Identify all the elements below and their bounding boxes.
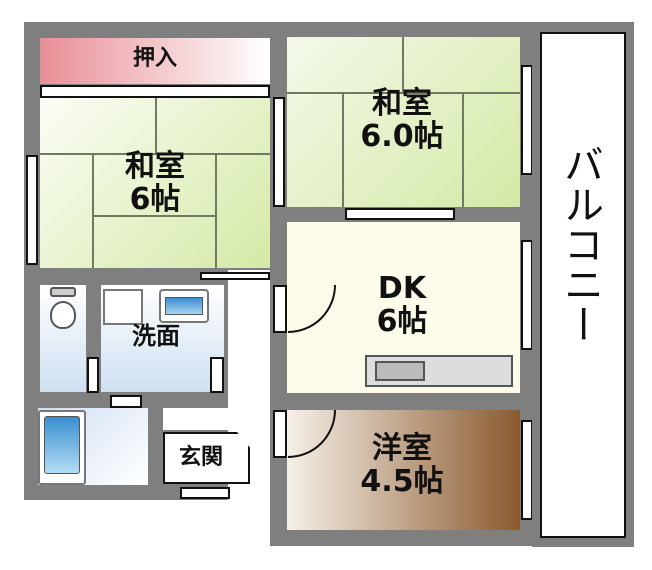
door-toilet[interactable] [87, 357, 99, 393]
door-youshitsu[interactable] [273, 410, 287, 458]
oshiire-label: 押入 [132, 46, 177, 71]
room-washitsu-right: 和室 6.0帖 [287, 37, 520, 207]
sliding-door-between-washitsu[interactable] [273, 97, 285, 207]
genkan-label: 玄関 [178, 445, 223, 470]
room-size: 6帖 [129, 182, 181, 217]
room-name: 洋室 [372, 431, 432, 466]
genkan: 玄関 [163, 432, 250, 484]
hallway-lower [163, 408, 270, 430]
balcony: バルコニー [540, 32, 626, 538]
bathtub [38, 410, 86, 485]
entrance-door[interactable] [180, 487, 230, 499]
washitsu-left-label: 和室 6帖 [95, 150, 215, 216]
toilet-tank-icon [50, 287, 76, 297]
door-bath[interactable] [110, 395, 142, 408]
balcony-label: バルコニー [557, 144, 603, 344]
room-washitsu-left: 和室 6帖 [40, 98, 270, 268]
youshitsu-label: 洋室 4.5帖 [327, 432, 477, 498]
door-senmen[interactable] [210, 357, 224, 393]
room-toilet [40, 285, 86, 392]
room-size: 6.0帖 [360, 119, 444, 154]
room-name: 和室 [372, 86, 432, 121]
window-left [26, 155, 38, 265]
room-size: 6帖 [376, 304, 428, 339]
toilet-icon [50, 301, 76, 329]
room-name: 和室 [125, 149, 185, 184]
sliding-door-hall[interactable] [200, 272, 270, 280]
hallway [228, 283, 270, 430]
bathtub-water-icon [44, 416, 80, 474]
sliding-door-washitsu-dk[interactable] [345, 208, 455, 220]
dk-label: DK 6帖 [337, 272, 467, 338]
kitchen-counter [365, 355, 513, 387]
room-name: DK [377, 271, 427, 306]
senmen-label: 洗面 [132, 322, 180, 350]
sink-icon [375, 361, 425, 381]
basin-bowl-icon [165, 297, 203, 315]
wash-basin [159, 289, 209, 323]
sliding-door-oshiire[interactable] [40, 85, 270, 98]
oshiire-closet: 押入 [40, 38, 270, 84]
room-bath [38, 408, 148, 485]
washing-machine-pan [103, 289, 143, 325]
door-dk[interactable] [273, 285, 287, 333]
room-senmen: 洗面 [101, 285, 224, 392]
washitsu-right-label: 和室 6.0帖 [337, 87, 467, 153]
room-size: 4.5帖 [360, 464, 444, 499]
